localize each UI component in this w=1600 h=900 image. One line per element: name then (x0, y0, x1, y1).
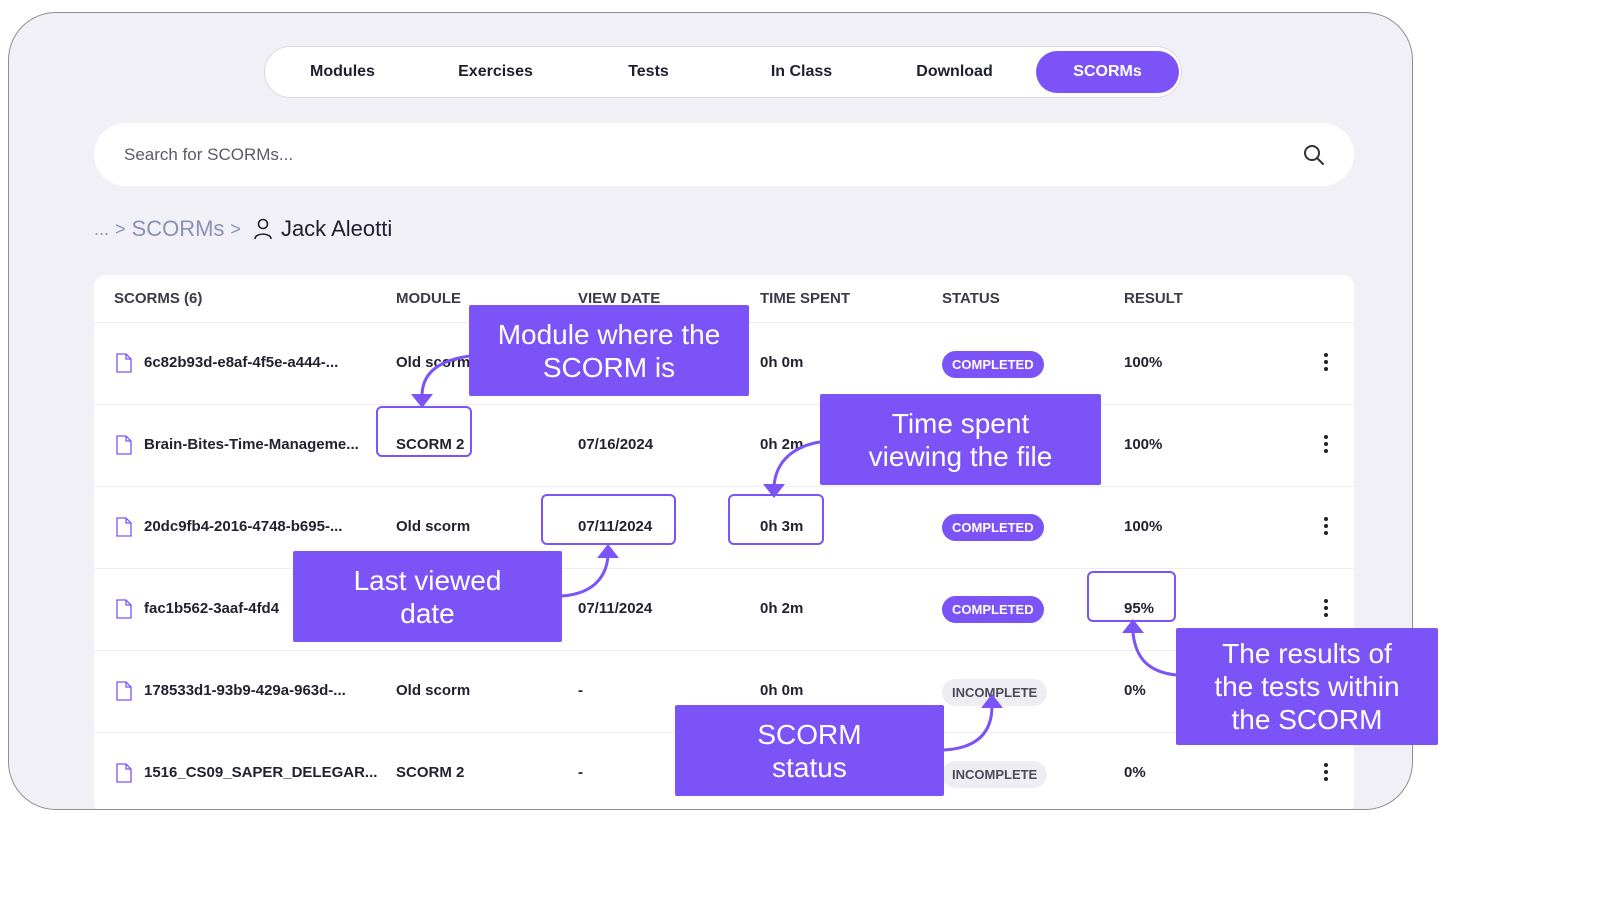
highlight-view-date (541, 494, 676, 545)
callout-module-line2: SCORM is (542, 351, 676, 383)
status-badge: COMPLETED (942, 596, 1044, 623)
scorm-name[interactable]: fac1b562-3aaf-4fd4 (144, 600, 280, 617)
user-icon (254, 218, 272, 240)
tab-in-class[interactable]: In Class (770, 63, 833, 80)
table-row[interactable]: 20dc9fb4-2016-4748-b695-... Old scorm 07… (94, 487, 1354, 569)
scorms-table: SCORMS (6) MODULE VIEW DATE TIME SPENT S… (94, 275, 1354, 809)
table-row[interactable]: 1516_CS09_SAPER_DELEGAR... SCORM 2 - INC… (94, 733, 1354, 809)
file-icon (116, 517, 132, 537)
time-spent-cell: 0h 2m (760, 600, 804, 617)
breadcrumb-separator: > (230, 218, 241, 239)
search-bar (94, 123, 1354, 186)
file-icon (116, 435, 132, 455)
result-cell: 100% (1124, 354, 1163, 371)
status-badge: COMPLETED (942, 351, 1044, 378)
result-cell: 0% (1124, 682, 1146, 699)
module-cell: SCORM 2 (396, 764, 465, 781)
scorm-name[interactable]: 1516_CS09_SAPER_DELEGAR... (144, 764, 378, 781)
callout-time-line1: Time spent (891, 407, 1030, 439)
callout-last-viewed: Last viewed date (293, 551, 562, 642)
tab-scorms[interactable]: SCORMs (1036, 51, 1179, 93)
table-row[interactable]: Brain-Bites-Time-Manageme... SCORM 2 07/… (94, 405, 1354, 487)
callout-time-spent: Time spent viewing the file (820, 394, 1101, 485)
result-cell: 100% (1124, 436, 1163, 453)
app-window: Modules Exercises Tests In Class Downloa… (8, 12, 1413, 810)
status-badge: INCOMPLETE (942, 761, 1048, 788)
search-input[interactable] (124, 123, 1274, 186)
callout-date-line2: date (400, 597, 455, 629)
header-status: STATUS (942, 290, 1000, 307)
tab-tests[interactable]: Tests (628, 63, 669, 80)
callout-results-line3: the SCORM (1231, 704, 1383, 735)
callout-module-line1: Module where the (497, 318, 721, 350)
breadcrumb-ellipsis[interactable]: ... (94, 218, 110, 239)
highlight-time-spent (728, 494, 824, 545)
view-date-cell: 07/16/2024 (578, 436, 654, 453)
time-spent-cell: 0h 3m (760, 518, 804, 535)
more-options-icon[interactable] (1322, 763, 1330, 783)
search-icon[interactable] (1302, 143, 1326, 167)
callout-status: SCORM status (675, 705, 944, 796)
header-result: RESULT (1124, 290, 1183, 307)
result-cell: 95% (1124, 600, 1155, 617)
breadcrumb-user: Jack Aleotti (280, 216, 393, 241)
callout-date-line1: Last viewed (353, 564, 502, 596)
table-row[interactable]: fac1b562-3aaf-4fd4 07/11/2024 0h 2m COMP… (94, 569, 1354, 651)
header-module: MODULE (396, 290, 461, 307)
tab-bar: Modules Exercises Tests In Class Downloa… (264, 46, 1182, 98)
breadcrumb: ... > SCORMs > Jack Aleotti (94, 213, 392, 245)
scorm-name[interactable]: 6c82b93d-e8af-4f5e-a444-... (144, 354, 339, 371)
tab-download[interactable]: Download (916, 63, 993, 80)
header-time-spent: TIME SPENT (760, 290, 851, 307)
tab-modules[interactable]: Modules (310, 63, 375, 80)
callout-results-line2: the tests within (1214, 671, 1400, 702)
callout-results: The results of the tests within the SCOR… (1176, 628, 1438, 745)
scorm-name[interactable]: 178533d1-93b9-429a-963d-... (144, 682, 346, 699)
highlight-result (1087, 571, 1176, 622)
file-icon (116, 353, 132, 373)
callout-time-line2: viewing the file (868, 440, 1053, 472)
time-spent-cell: 0h 2m (760, 436, 804, 453)
breadcrumb-scorms[interactable]: SCORMs (131, 216, 225, 241)
more-options-icon[interactable] (1322, 435, 1330, 455)
tab-exercises[interactable]: Exercises (458, 63, 533, 80)
module-cell: Old scorm (396, 682, 471, 699)
view-date-cell: 07/11/2024 (578, 518, 653, 535)
callout-results-line1: The results of (1222, 638, 1392, 669)
view-date-cell: - (578, 764, 583, 781)
scorm-name[interactable]: Brain-Bites-Time-Manageme... (144, 436, 359, 453)
highlight-module (376, 406, 472, 457)
header-scorms: SCORMS (6) (114, 290, 203, 307)
breadcrumb-separator: > (115, 218, 126, 239)
result-cell: 100% (1124, 518, 1163, 535)
callout-module: Module where the SCORM is (469, 305, 749, 396)
view-date-cell: - (578, 682, 583, 699)
module-cell: Old scorm (396, 518, 471, 535)
file-icon (116, 599, 132, 619)
more-options-icon[interactable] (1322, 599, 1330, 619)
more-options-icon[interactable] (1322, 517, 1330, 537)
table-row[interactable]: 178533d1-93b9-429a-963d-... Old scorm - … (94, 651, 1354, 733)
result-cell: 0% (1124, 764, 1146, 781)
callout-status-line1: SCORM (757, 718, 862, 750)
file-icon (116, 763, 132, 783)
more-options-icon[interactable] (1322, 353, 1330, 373)
view-date-cell: 07/11/2024 (578, 600, 653, 617)
time-spent-cell: 0h 0m (760, 354, 804, 371)
module-cell: SCORM 2 (396, 436, 465, 453)
time-spent-cell: 0h 0m (760, 682, 804, 699)
status-badge: INCOMPLETE (942, 679, 1048, 706)
header-view-date: VIEW DATE (578, 290, 661, 307)
status-badge: COMPLETED (942, 514, 1044, 541)
callout-status-line2: status (772, 751, 847, 783)
scorm-name[interactable]: 20dc9fb4-2016-4748-b695-... (144, 518, 343, 535)
file-icon (116, 681, 132, 701)
module-cell: Old scorm (396, 354, 471, 371)
